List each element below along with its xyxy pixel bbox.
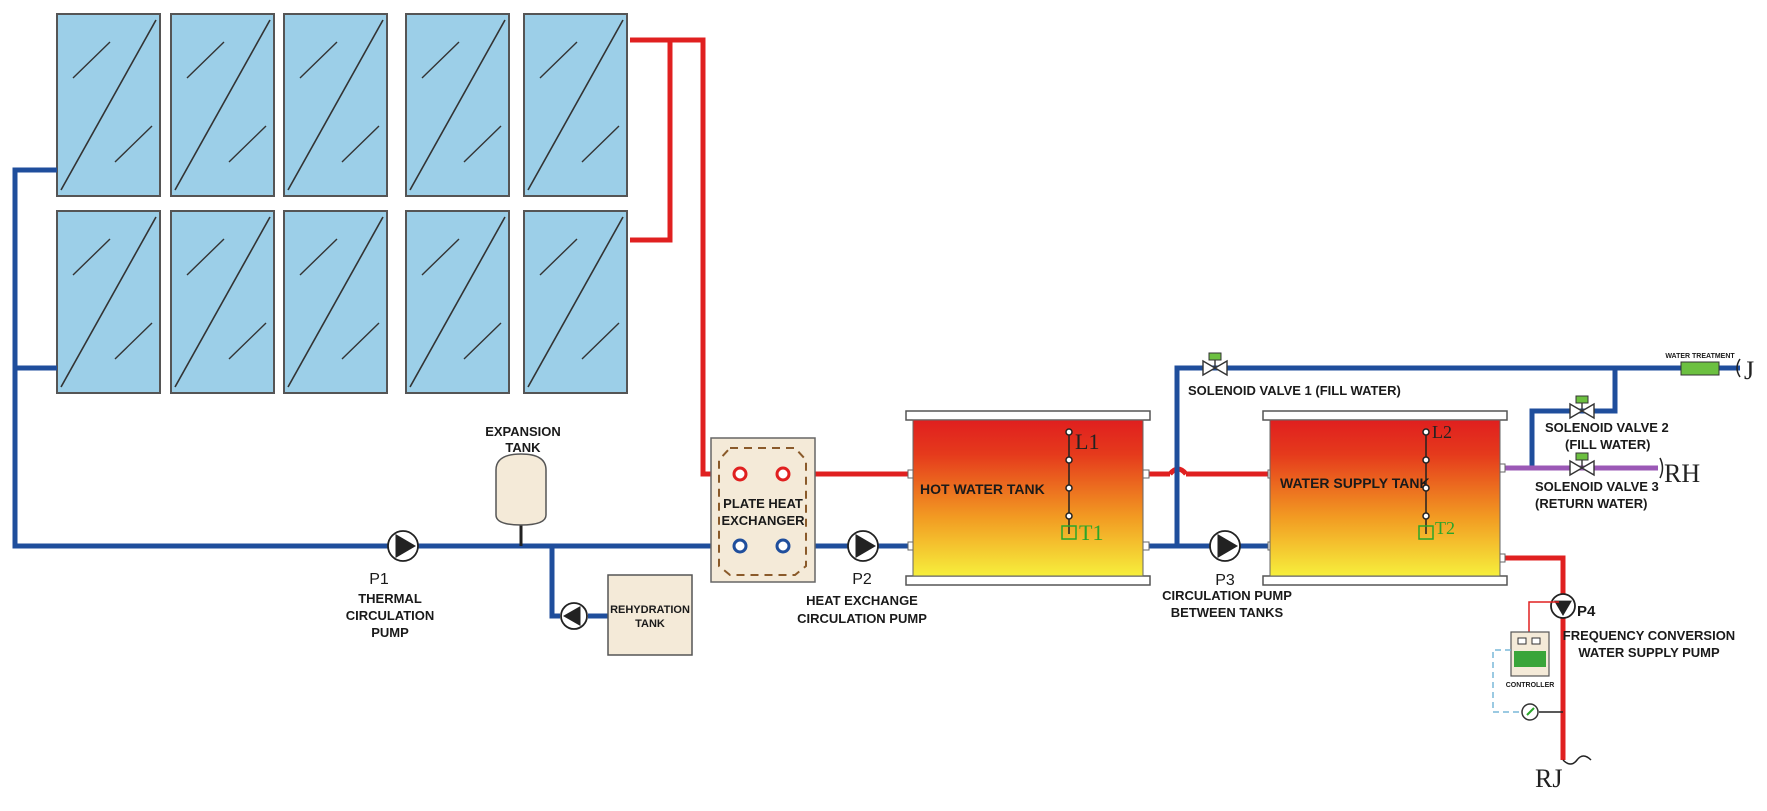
- solar-panel-icon: [170, 210, 275, 394]
- pump-p4: [1550, 593, 1576, 619]
- solenoid-valve-2: [1569, 395, 1595, 420]
- pump-p4-label-line1: FREQUENCY CONVERSION: [1563, 628, 1735, 643]
- solenoid-valve-3-label-line2: (RETURN WATER): [1535, 496, 1647, 511]
- solar-panel-icon: [283, 13, 388, 197]
- pump-p1-label-line2: CIRCULATION: [346, 608, 435, 623]
- supply-endpoint: RJ: [1535, 755, 1592, 793]
- hot-water-tank-label: HOT WATER TANK: [920, 481, 1045, 497]
- level-sensor-l2: [1422, 428, 1430, 534]
- rehydration-tank: REHYDRATION TANK: [607, 574, 693, 656]
- hot-supply-pipe: [630, 37, 1566, 760]
- plate-heat-exchanger: PLATE HEAT EXCHANGER: [710, 437, 816, 583]
- pump-p4-id: P4: [1577, 603, 1596, 620]
- level-sensor-l1-label: L1: [1075, 429, 1099, 454]
- plate-heat-exchanger-label-line2: EXCHANGER: [721, 513, 805, 528]
- solenoid-valve-2-label-line2: (FILL WATER): [1565, 437, 1650, 452]
- cold-inlet-label: J: [1744, 356, 1754, 385]
- hot-water-tank: HOT WATER TANK L1 T1: [905, 410, 1151, 586]
- water-treatment-label: WATER TREATMENT: [1665, 353, 1735, 360]
- solar-panel-icon: [170, 13, 275, 197]
- expansion-tank-label-line1: EXPANSION: [485, 424, 561, 439]
- solar-panel-icon: [523, 210, 628, 394]
- rehydration-tank-label-line2: TANK: [635, 618, 665, 630]
- water-supply-tank-label: WATER SUPPLY TANK: [1280, 475, 1430, 491]
- temp-sensor-t2: [1418, 525, 1434, 540]
- cold-inlet-endpoint: J: [1736, 356, 1754, 385]
- controller-unit: CONTROLLER: [1492, 601, 1563, 721]
- expansion-tank-label-line2: TANK: [505, 440, 541, 455]
- solar-panel-icon: [283, 210, 388, 394]
- rehydration-tank-label-line1: REHYDRATION: [610, 604, 690, 616]
- solenoid-valve-1-label: SOLENOID VALVE 1 (FILL WATER): [1188, 383, 1401, 398]
- pump-p1-id: P1: [369, 571, 389, 588]
- pump-p2: [847, 530, 879, 562]
- pump-p1-label-line3: PUMP: [371, 625, 409, 640]
- water-supply-tank: WATER SUPPLY TANK L2 T2: [1262, 410, 1508, 586]
- controller-label: CONTROLLER: [1506, 682, 1555, 689]
- level-sensor-l2-label: L2: [1432, 422, 1452, 442]
- pump-rehydration: [560, 602, 588, 630]
- solar-panel-icon: [56, 210, 161, 394]
- plate-heat-exchanger-label-line1: PLATE HEAT: [723, 496, 803, 511]
- supply-label: RJ: [1535, 764, 1562, 793]
- pump-p3-label-line1: CIRCULATION PUMP: [1162, 588, 1292, 603]
- temp-sensor-t1-label: T1: [1079, 520, 1103, 545]
- solenoid-valve-1: [1202, 352, 1228, 377]
- return-label: RH: [1664, 459, 1700, 488]
- solar-panel-icon: [405, 210, 510, 394]
- pump-p1-label-line1: THERMAL: [358, 591, 422, 606]
- return-endpoint: RH: [1659, 457, 1700, 488]
- solar-panel-icon: [523, 13, 628, 197]
- temp-sensor-t1: [1061, 525, 1077, 540]
- water-treatment-unit: WATER TREATMENT: [1665, 353, 1735, 376]
- solar-collector-array: [56, 13, 628, 394]
- temp-sensor-t2-label: T2: [1435, 518, 1455, 538]
- solenoid-valve-3: [1569, 452, 1595, 477]
- pump-p1: [387, 530, 419, 562]
- pump-p3-id: P3: [1215, 572, 1235, 589]
- pump-p3: [1209, 530, 1241, 562]
- pump-p2-id: P2: [852, 571, 872, 588]
- solar-panel-icon: [405, 13, 510, 197]
- level-sensor-l1: [1065, 428, 1073, 534]
- solar-panel-icon: [56, 13, 161, 197]
- pump-p2-label-line1: HEAT EXCHANGE: [806, 593, 918, 608]
- pump-p3-label-line2: BETWEEN TANKS: [1171, 605, 1284, 620]
- pump-p4-label-line2: WATER SUPPLY PUMP: [1578, 645, 1720, 660]
- solenoid-valve-2-label-line1: SOLENOID VALVE 2: [1545, 420, 1669, 435]
- pump-p2-label-line2: CIRCULATION PUMP: [797, 611, 927, 626]
- expansion-tank: EXPANSION TANK: [485, 424, 561, 546]
- solenoid-valve-3-label-line1: SOLENOID VALVE 3: [1535, 479, 1659, 494]
